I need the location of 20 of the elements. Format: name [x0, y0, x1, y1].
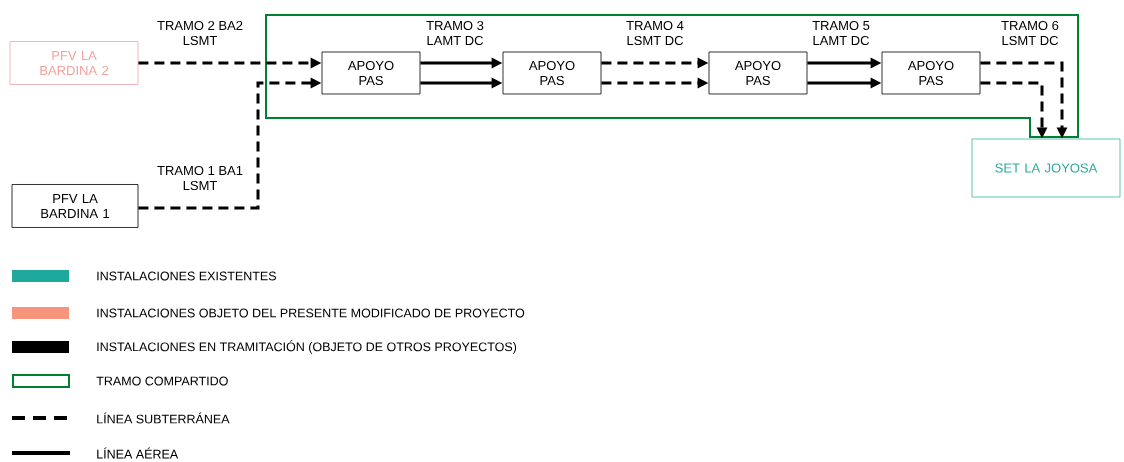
edge-label: TRAMO 2 BA2 LSMT	[157, 20, 243, 46]
legend-label: INSTALACIONES EXISTENTES	[97, 271, 276, 281]
edge-label: TRAMO 1 BA1 LSMT	[157, 165, 243, 191]
legend-label: TRAMO COMPARTIDO	[96, 376, 228, 386]
legend-label: INSTALACIONES OBJETO DEL PRESENTE MODIFICADO DE PROYECTO	[97, 308, 525, 318]
plant-box: PFV LA BARDINA 2	[9, 41, 139, 85]
edge-label: TRAMO 6 LSMT DC	[1001, 20, 1059, 46]
edge-label: TRAMO 5 LAMT DC	[812, 20, 870, 46]
plant-box: PFV LA BARDINA 1	[11, 184, 139, 228]
shared-section-outline	[265, 14, 1079, 138]
support-box: APOYO PAS	[321, 51, 421, 95]
edge-label: TRAMO 4 LSMT DC	[626, 20, 684, 46]
legend-label: INSTALACIONES EN TRAMITACIÓN (OBJETO DE OTROS PROYECTOS)	[97, 340, 517, 354]
support-box: APOYO PAS	[502, 51, 602, 95]
legend-label: LÍNEA AÉREA	[97, 447, 179, 459]
legend-label: LÍNEA SUBTERRÁNEA	[97, 412, 230, 424]
edge-label: TRAMO 3 LAMT DC	[426, 20, 484, 46]
support-box: APOYO PAS	[881, 51, 981, 95]
support-box: APOYO PAS	[708, 51, 808, 95]
substation-box: SET LA JOYOSA	[971, 138, 1121, 198]
